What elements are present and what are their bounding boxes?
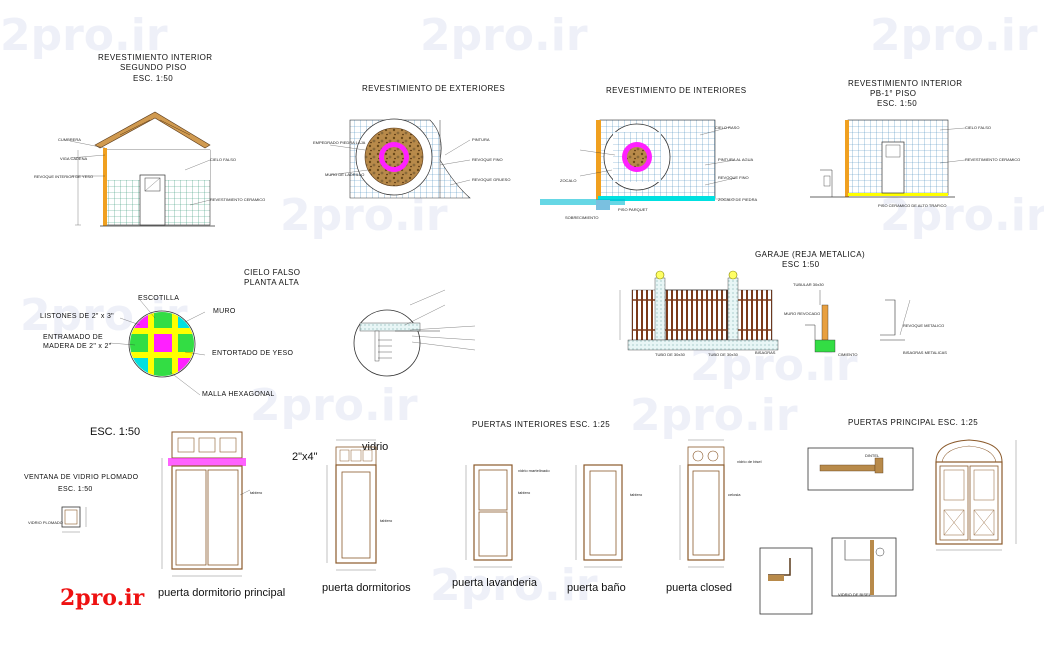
label-pintura: PINTURA [472,137,490,142]
label-dintel: DINTEL [865,453,880,458]
watermark: 2pro.ir [630,390,798,441]
title-puertas-int: PUERTAS INTERIORES ESC. 1:25 [472,420,611,429]
label-tubo-1: TUBO DE 30x30 [655,352,685,357]
title-esc-150: ESC. 1:50 [90,426,141,438]
watermark: 2pro.ir [870,10,1038,61]
label-sobrecimiento: SOBRECIMIENTO [565,215,599,220]
title-rev-pb-esc: ESC. 1:50 [877,99,918,108]
label-bisagras-metalicas: BISAGRAS METALICAS [903,350,947,355]
label-vidrio: vidrio [362,441,389,453]
label-piso-parquet: PISO PARQUET [618,207,648,212]
label-entortado: ENTORTADO DE YESO [212,350,294,357]
label-viga-cadena: VIGA CADENA [60,156,88,161]
label-cielo-raso: CIELO RASO [715,125,740,130]
title-cielo-b: PLANTA ALTA [244,278,300,287]
label-cielo-falso: CIELO FALSO [210,157,237,162]
door-principal-main [759,439,1017,615]
watermark: 2pro.ir [420,10,588,61]
door-closed [679,439,725,568]
door-dormitorios [326,439,377,571]
door-lavanderia [465,464,513,568]
label-ceramico: REVESTIMIENTO CERAMICO [210,197,266,202]
label-tablero-2: tablero [380,518,393,523]
label-tablero-3: tablero [518,490,531,495]
watermark: 2pro.ir [430,560,598,611]
title-rev-int-2: REVESTIMIENTO INTERIOR [98,53,213,62]
label-cumbrera: CUMBRERA [58,137,81,142]
label-tablero-1: tablero [250,490,263,495]
label-bisagras: BISAGRAS [755,350,776,355]
title-rev-ext: REVESTIMIENTO DE EXTERIORES [362,84,506,93]
panel-rev-ext [329,118,471,199]
title-rev-pb-b: PB-1° PISO [870,89,917,98]
label-tubo-2: TUBO DE 30x30 [708,352,738,357]
caption-puerta-bano: puerta baño [567,582,626,594]
label-celosia: celosia [728,492,741,497]
panel-rev-int [540,119,736,210]
watermark: 2pro.ir [880,190,1044,241]
title-garaje: GARAJE (REJA METALICA) [755,250,866,259]
title-ventana-esc: ESC. 1:50 [58,486,93,493]
ventana-drawing [61,506,87,533]
label-listones: LISTONES DE 2" x 3" [40,313,114,320]
door-principal [161,431,251,577]
section-detail-circle [353,289,476,377]
label-cortina: VIDRIO DE BISEL [838,592,871,597]
garage-gate [619,270,911,353]
title-rev-int-2-esc: ESC. 1:50 [133,74,174,83]
label-cielo-falso-pb: CIELO FALSO [965,125,992,130]
panel-rev-pb [810,119,966,198]
label-zocalo: ZOCALO [560,178,577,183]
label-pintura-agua: PINTURA AL AGUA [718,157,754,162]
label-revoque-fino: REVOQUE FINO [472,157,503,162]
title-rev-int: REVESTIMIENTO DE INTERIORES [606,86,747,95]
caption-puerta-dormitorios: puerta dormitorios [322,582,411,594]
label-revoque-metalico: REVOQUE METALICO [903,323,945,328]
label-muro-revocado: MURO REVOCADO [784,311,821,316]
label-empedrado: EMPEDRADO PIEDRA LAJA [313,140,366,145]
title-ventana: VENTANA DE VIDRIO PLOMADO [24,474,139,481]
label-piso-ceramico: PISO CERAMICO DE ALTO TRAFICO [878,203,947,208]
cielo-falso-detail [109,299,206,396]
label-entramado: ENTRAMADO DE [43,334,103,341]
label-2x4: 2"x4" [292,451,318,463]
title-puertas-pri: PUERTAS PRINCIPAL ESC. 1:25 [848,418,979,427]
label-muro-lad: MURO DE LADRILLO [325,172,365,177]
label-revoque-grueso: REVOQUE GRUESO [472,177,511,182]
label-tablero-4: tablero [630,492,643,497]
title-rev-int-2b: SEGUNDO PISO [120,63,187,72]
label-zocalo-piedra: ZOCALO DE PIEDRA [718,197,758,202]
caption-puerta-lavanderia: puerta lavanderia [452,577,538,589]
watermark: 2pro.ir [0,10,168,61]
label-muro: MURO [213,308,236,315]
label-ceramico-pb: REVESTIMIENTO CERAMICO [965,157,1021,162]
label-cimiento: CIMIENTO [838,352,858,357]
watermark: 2pro.ir [280,190,448,241]
label-revoque-fino2: REVOQUE FINO [718,175,749,180]
label-vidrio-bisel: vidrio de bisel [737,459,762,464]
caption-puerta-closed: puerta closed [666,582,733,594]
door-bano [575,464,623,568]
label-entramado-b: MADERA DE 2" x 2" [43,343,112,350]
label-tubular: TUBULAR 30x30 [793,282,824,287]
site-logo: 2pro.ir [60,585,145,611]
label-escotilla: ESCOTILLA [138,295,180,302]
title-garaje-esc: ESC 1:50 [782,260,820,269]
label-revoque: REVOQUE INTERIOR DE YESO [34,174,94,179]
label-vidrio-plomado: VIDRIO PLOMADO [28,520,63,525]
title-cielo: CIELO FALSO [244,268,301,277]
panel-rev-int-2 [69,111,215,227]
label-vidrio-martelinado: vidrio martelinado [518,468,550,473]
label-malla: MALLA HEXAGONAL [202,391,275,398]
watermark: 2pro.ir [250,380,418,431]
title-rev-pb: REVESTIMIENTO INTERIOR [848,79,963,88]
caption-puerta-principal: puerta dormitorio principal [158,587,286,599]
